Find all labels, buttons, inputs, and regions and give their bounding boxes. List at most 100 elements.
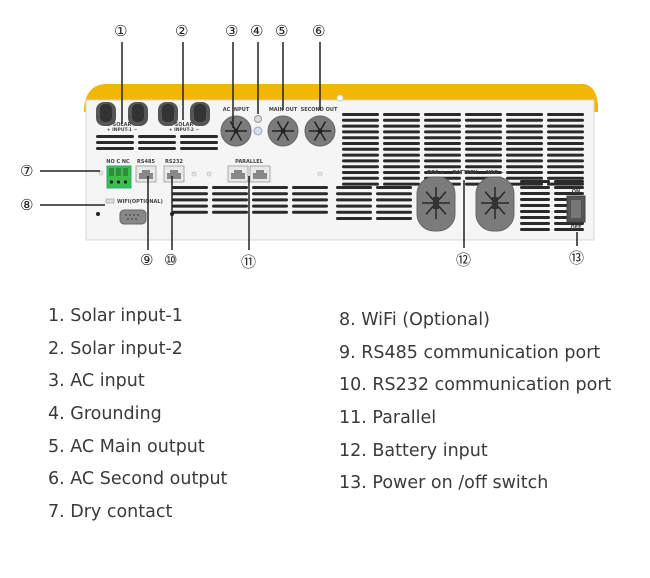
vent-slot	[520, 228, 550, 231]
vent-slot	[383, 142, 420, 145]
legend-item: 7. Dry contact	[48, 502, 173, 523]
vent-slot	[506, 182, 543, 186]
legend-item: 4. Grounding	[48, 404, 162, 425]
label-solar-1: SOLAR	[113, 122, 132, 128]
vent-slot	[212, 204, 248, 208]
vent-slot	[292, 186, 328, 189]
vent-slot	[383, 136, 420, 140]
ac-cable-gland	[304, 115, 336, 147]
vent-slot	[547, 118, 584, 122]
vent-slot	[336, 192, 372, 196]
vent-slot	[252, 210, 288, 214]
label-wifi: WIFI(OPTIONAL)	[117, 199, 163, 205]
vent-slot	[465, 113, 502, 116]
vent-slot	[424, 165, 461, 169]
vent-slot	[172, 204, 208, 208]
vent-slot	[383, 165, 420, 169]
vent-slot	[383, 113, 420, 116]
callout-3: ③	[225, 22, 239, 40]
vent-slot	[342, 176, 379, 180]
vent-slot	[336, 210, 372, 214]
vent-slot	[424, 118, 461, 122]
legend-item: 6. AC Second output	[48, 469, 228, 490]
ac-cable-gland	[267, 115, 299, 147]
vent-slot	[376, 204, 412, 208]
vent-slot	[547, 136, 584, 140]
vent-slot	[252, 204, 288, 208]
vent-slot	[172, 186, 208, 189]
vent-slot	[383, 159, 420, 163]
callout-9: ⑨	[140, 251, 154, 269]
vent-slot	[465, 159, 502, 163]
vent-slot	[383, 118, 420, 122]
vent-slot	[342, 142, 379, 145]
vent-slot	[506, 159, 543, 163]
leader-lines	[40, 42, 578, 250]
vent-slot	[465, 142, 502, 145]
vent-slot	[383, 153, 420, 157]
grounding-terminal	[254, 115, 262, 123]
vent-slot	[376, 192, 412, 196]
vent-slot	[180, 135, 218, 138]
vent-slot	[520, 180, 550, 183]
vent-slot	[547, 142, 584, 145]
vent-slot	[465, 165, 502, 169]
vent-slot	[465, 130, 502, 134]
vent-slot	[180, 147, 218, 150]
callout-4: ④	[250, 22, 264, 40]
callout-7: ⑦	[20, 162, 34, 180]
vent-slot	[424, 171, 461, 174]
callout-12: ⑫	[456, 251, 472, 269]
vent-slot	[342, 153, 379, 157]
vent-slot	[138, 141, 176, 144]
vent-slot	[547, 159, 584, 163]
vent-slot	[465, 171, 502, 174]
label-solar-2-sub: + INPUT-2 −	[169, 127, 200, 133]
vent-slot	[465, 153, 502, 157]
vent-slot	[212, 186, 248, 189]
vent-slot	[547, 124, 584, 128]
vent-slot	[96, 141, 134, 144]
vent-slot	[506, 171, 543, 174]
vent-slot	[342, 171, 379, 174]
label-dry-contact: NO C NC	[106, 159, 130, 165]
vent-slot	[252, 186, 288, 189]
vent-slot	[383, 171, 420, 174]
legend-item: 3. AC input	[48, 371, 145, 392]
vent-slot	[172, 198, 208, 202]
vent-slot	[547, 153, 584, 157]
vent-slot	[554, 180, 584, 183]
vent-slot	[547, 171, 584, 174]
screw	[336, 94, 344, 102]
vent-slot	[465, 147, 502, 151]
vent-slot	[342, 130, 379, 134]
vent-slot	[336, 204, 372, 208]
vent-slot	[547, 176, 584, 180]
vent-slot	[506, 124, 543, 128]
vent-slot	[138, 147, 176, 150]
vent-slot	[424, 142, 461, 145]
vent-slot	[506, 130, 543, 134]
vent-slot	[342, 159, 379, 163]
parallel-ports	[227, 165, 271, 183]
callout-2: ②	[175, 22, 189, 40]
vent-slot	[342, 124, 379, 128]
legend-item: 2. Solar input-2	[48, 338, 183, 359]
vent-slot	[342, 147, 379, 151]
vent-slot	[342, 136, 379, 140]
vent-slot	[172, 192, 208, 196]
label-solar-2: SOLAR	[175, 122, 194, 128]
vent-slot	[506, 165, 543, 169]
vent-slot	[506, 142, 543, 145]
vent-slot	[554, 186, 584, 189]
vent-slot	[554, 192, 584, 195]
vent-slot	[547, 165, 584, 169]
vent-slot	[383, 182, 420, 186]
callout-10: ⑩	[164, 251, 178, 269]
vent-slot	[96, 135, 134, 138]
label-rs232: RS232	[165, 159, 183, 165]
vent-slot	[506, 113, 543, 116]
vent-slot	[383, 176, 420, 180]
vent-slot	[180, 141, 218, 144]
vent-slot	[383, 124, 420, 128]
